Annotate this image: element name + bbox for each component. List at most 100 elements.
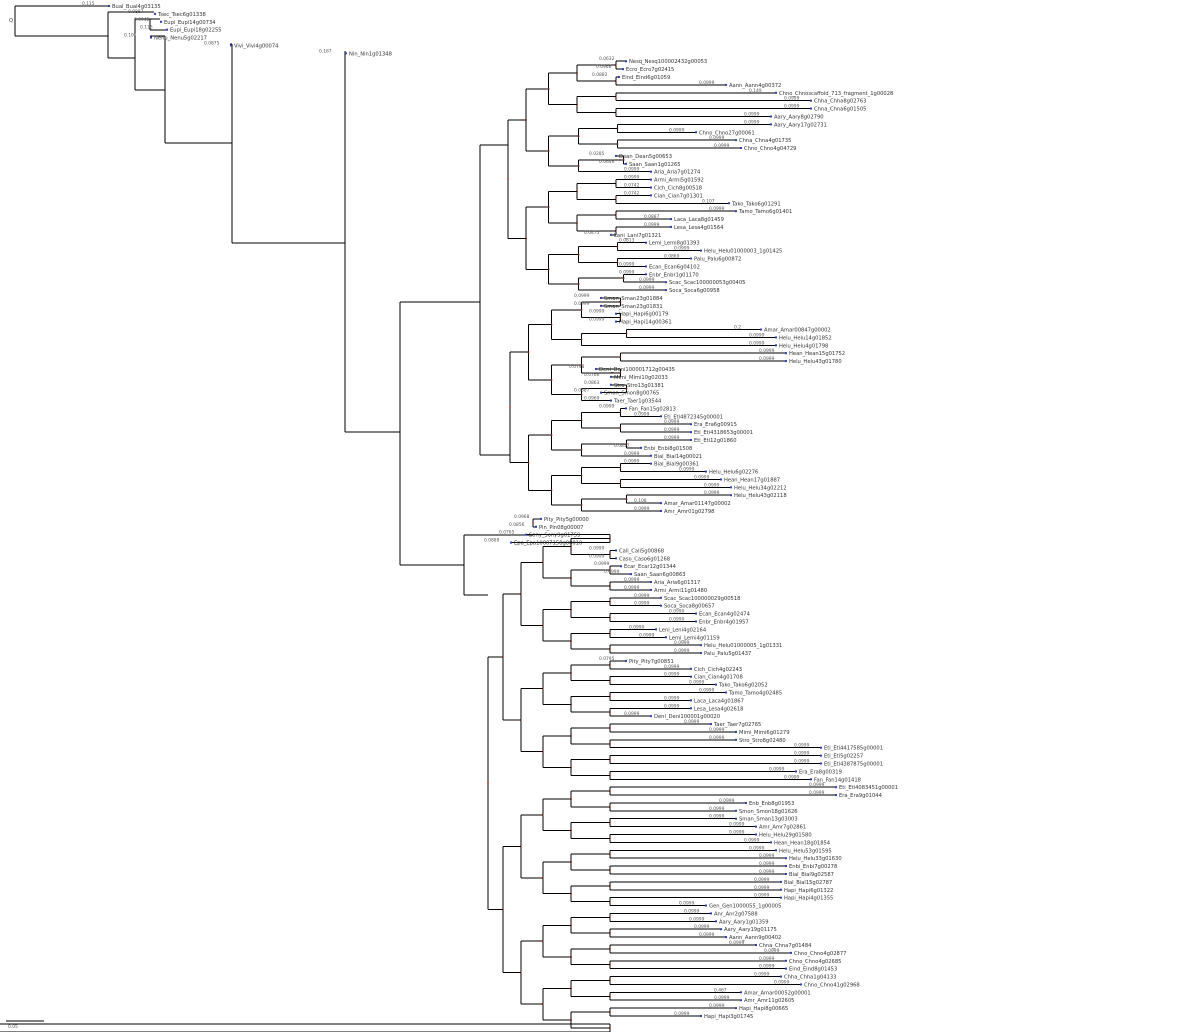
leaf-marker	[755, 825, 757, 828]
tip-label: Smon_Smon8g00765	[604, 391, 659, 397]
tip-label: Taer_Taer7g02765	[713, 722, 761, 728]
branch-length-label: 0.0999	[749, 845, 765, 851]
tip-label: Eti_Eti4083451g00001	[839, 785, 898, 791]
tip-label: Nenu_Nenu5g02217	[154, 36, 207, 42]
branch-length-label: 0.0999	[674, 246, 690, 252]
leaf-marker	[525, 533, 527, 536]
leaf-marker	[835, 794, 837, 797]
leaf-marker	[690, 423, 692, 426]
leaf-marker	[600, 296, 602, 299]
branch-length-label: 0.0887	[128, 9, 144, 15]
branch-length-label: 0.0999	[744, 837, 760, 843]
root-label: Q	[9, 18, 13, 24]
leaf-marker	[835, 786, 837, 789]
branch-length-label: 0.0999	[694, 924, 710, 930]
branch-length-label: 0.0999	[704, 482, 720, 488]
tip-label: Ecan_Ecan6g04102	[649, 264, 700, 270]
tip-label: Hean_Hean18g01854	[774, 840, 831, 846]
branch-length-label: 0.0999	[749, 340, 765, 346]
tip-label: Chno_Chno41g02968	[804, 982, 860, 988]
tip-label: Bial_Bial9g00361	[654, 462, 699, 468]
leaf-marker	[800, 983, 802, 986]
leaf-marker	[154, 12, 156, 15]
tip-label: Hapi_Hapi6g00179	[619, 312, 668, 318]
scale-bar: 0.05	[6, 1020, 44, 1030]
leaf-marker	[755, 833, 757, 836]
branch-length-label: 0.116	[140, 25, 153, 31]
branch-length-label: 0.0999	[809, 790, 825, 796]
leaf-marker	[660, 415, 662, 418]
tip-label: Dean_Dean5g00653	[619, 154, 672, 160]
leaf-marker	[690, 431, 692, 434]
branch-length-label: 0.0999	[619, 269, 635, 275]
branch-length-label: 0.0999	[784, 774, 800, 780]
tip-label: Helu_Helu43g01780	[789, 359, 842, 365]
branch-length-label: 0.0999	[754, 885, 770, 891]
branch-length-label: 0.149	[749, 88, 762, 94]
tip-label: Pin_Pin08g00007	[539, 525, 583, 531]
tip-label: Aria_Aria7g01274	[654, 170, 701, 176]
tip-label: Saan_Saan6g00863	[634, 572, 686, 578]
branch-length-label: 0.0999	[709, 135, 725, 141]
branch-length-label: 0.0999	[644, 222, 660, 228]
branch-length-label: 0.0999	[794, 743, 810, 749]
tip-label: Cian_Cian4g01708	[694, 675, 743, 681]
branch-length-label: 0.0742	[624, 190, 640, 196]
tip-label: Aary_Aary1g01359	[719, 919, 769, 925]
leaf-marker	[785, 967, 787, 970]
leaf-marker	[665, 636, 667, 639]
branch-length-label: 0.0999	[594, 561, 610, 567]
leaf-marker	[740, 999, 742, 1002]
branch-length-label: 0.0999	[709, 814, 725, 820]
tip-label: Mimi_Mimi10g02033	[614, 375, 668, 381]
branch-length-label: 0.0999	[684, 719, 700, 725]
tip-label: Armi_Armi11g01480	[654, 588, 707, 594]
leaf-marker	[615, 312, 617, 315]
branch-length-label: 0.0999	[809, 782, 825, 788]
tip-label: Eti_Eti4387875g00001	[824, 762, 883, 768]
tip-label: Deni_Deni100001712g00435	[599, 367, 675, 373]
tip-label: Stro_Stro13g01381	[614, 383, 664, 389]
tip-label: Eti_Eti4417585g00001	[824, 746, 883, 752]
leaf-marker	[690, 675, 692, 678]
tip-label: Leni_Leni4g02164	[659, 627, 707, 633]
leaf-marker	[785, 360, 787, 363]
branch-length-label: 0.0999	[634, 593, 650, 599]
branch-length-label: 0.0889	[484, 538, 500, 544]
branch-length-label: 0.0999	[624, 451, 640, 457]
tip-label: Era_Era9g01044	[839, 793, 883, 799]
tip-label: Chno_Chno27g00061	[699, 130, 755, 136]
branch-length-label: 0.0999	[664, 427, 680, 433]
branch-length-label: 0.0999	[599, 403, 615, 409]
tip-label: Helu_Helu34g02212	[734, 485, 787, 491]
leaf-marker	[625, 659, 627, 662]
tip-label: Eind_Eind8g01453	[789, 967, 837, 973]
branch-length-label: 0.0813	[619, 238, 635, 244]
tip-label: Hapi_Hapi8g00665	[739, 1006, 788, 1012]
branch-length-label: 0.0999	[714, 143, 730, 149]
leaf-marker	[160, 20, 162, 23]
tip-label: Sman_Sman13g03003	[739, 817, 798, 823]
leaf-marker	[810, 99, 812, 102]
tip-label: Hapi_Hapi3g01745	[704, 1014, 753, 1020]
branch-length-label: 0.0999	[674, 1011, 690, 1017]
tip-label: Fan_Fan15g02813	[629, 406, 676, 412]
leaf-marker	[610, 233, 612, 236]
branch-length-label: 0.0969	[584, 396, 600, 402]
branch-length-label: 0.0999	[699, 80, 715, 86]
leaf-marker	[650, 194, 652, 197]
leaf-marker	[785, 857, 787, 860]
leaf-marker	[705, 904, 707, 907]
leaf-marker	[645, 241, 647, 244]
leaf-marker	[650, 178, 652, 181]
leaf-marker	[660, 502, 662, 505]
branch-length-label: 0.0999	[669, 609, 685, 615]
leaf-marker	[820, 746, 822, 749]
leaf-marker	[780, 896, 782, 899]
leaf-marker	[625, 60, 627, 63]
tip-label: Anr_Anr2g07588	[714, 911, 758, 917]
tip-label: Enb_Enb8g01953	[749, 801, 794, 807]
tip-label: Aria_Aria6g01317	[654, 580, 700, 586]
branch-length-label: 0.0999	[759, 956, 775, 962]
leaf-marker	[730, 494, 732, 497]
